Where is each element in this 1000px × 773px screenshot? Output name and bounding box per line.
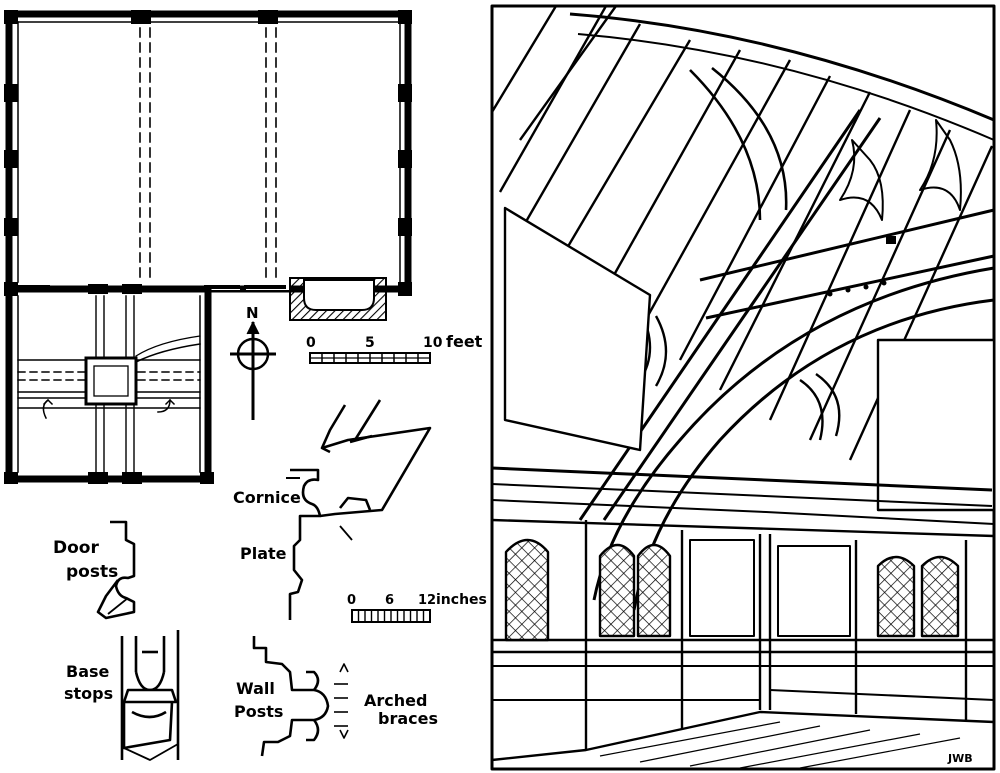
arched-braces-label-2: braces	[378, 709, 438, 728]
door-posts-label-1: Door	[53, 538, 99, 558]
interior-perspective	[490, 4, 996, 771]
feet-tick-0: 0	[306, 335, 316, 351]
inches-unit: inches	[436, 592, 487, 608]
plate-label: Plate	[240, 544, 287, 563]
north-compass	[230, 320, 276, 420]
base-stops-label-1: Base	[66, 662, 110, 681]
cornice-label: Cornice	[233, 488, 301, 507]
feet-unit: feet	[446, 332, 483, 351]
wall-posts-label-2: Posts	[234, 702, 283, 721]
feet-tick-5: 5	[365, 335, 375, 351]
arched-braces-label-1: Arched	[364, 691, 427, 710]
inches-scale-bar	[351, 609, 431, 623]
inches-tick-12: 12	[418, 593, 436, 608]
door-post-profile	[96, 520, 136, 620]
floor-plan	[4, 10, 412, 484]
base-stop-post	[120, 630, 180, 761]
feet-tick-10: 10	[423, 335, 443, 351]
wall-posts-label-1: Wall	[236, 679, 275, 698]
door-posts-label-2: posts	[66, 562, 118, 582]
inches-tick-0: 0	[347, 593, 356, 608]
feet-scale-bar	[309, 352, 431, 364]
artist-signature: JWB	[947, 752, 973, 765]
wall-post-profile	[252, 636, 349, 757]
north-label: N	[246, 304, 259, 322]
base-stops-label-2: stops	[64, 684, 113, 703]
cornice-plate-profile	[286, 399, 432, 620]
inches-tick-6: 6	[385, 593, 394, 608]
